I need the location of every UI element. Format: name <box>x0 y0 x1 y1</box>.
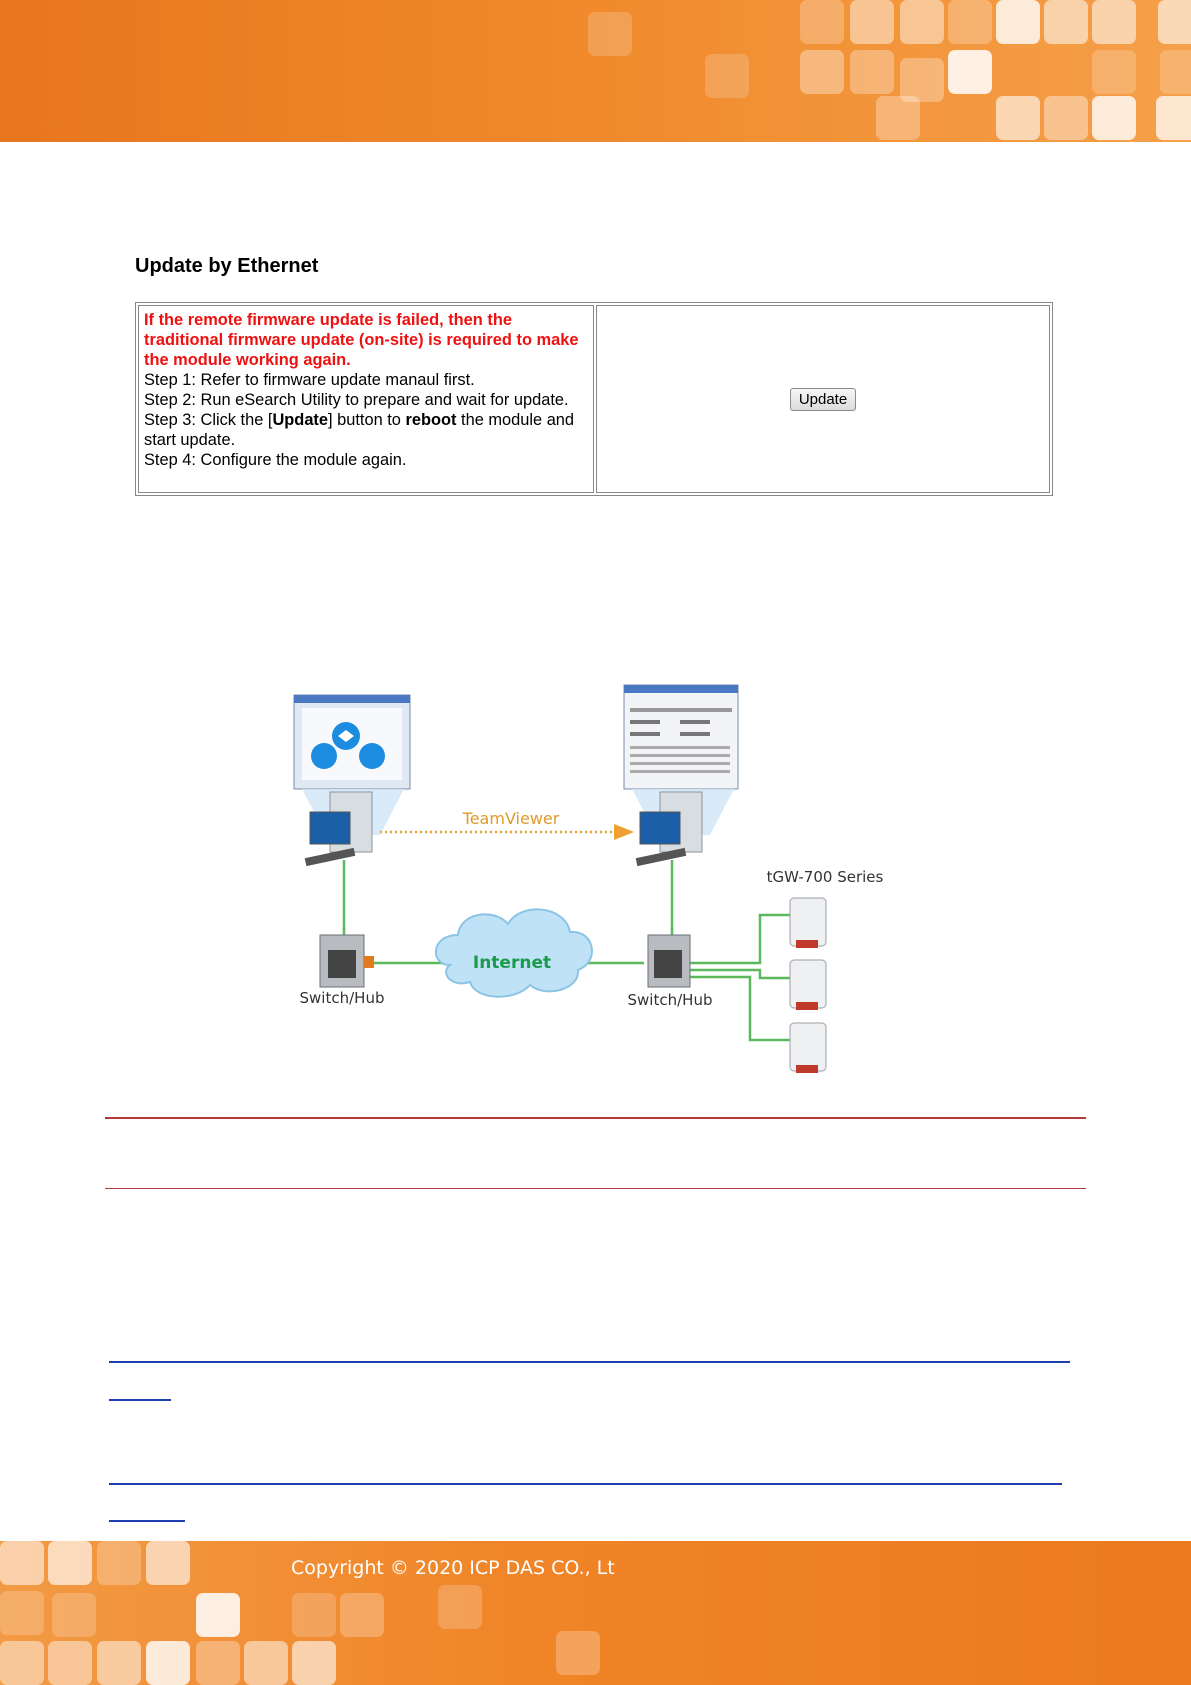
instructions-cell: If the remote firmware update is failed,… <box>138 305 594 493</box>
internet-cloud-icon <box>434 908 593 998</box>
step-4: Step 4: Configure the module again. <box>144 451 407 469</box>
switch-right-label: Switch/Hub <box>628 991 713 1009</box>
update-panel: If the remote firmware update is failed,… <box>135 302 1053 496</box>
internet-label: Internet <box>473 953 551 973</box>
link-underline-1b[interactable] <box>109 1399 171 1401</box>
switch-right-icon <box>647 934 691 988</box>
section-title: Update by Ethernet <box>135 255 319 277</box>
switch-left-icon <box>319 934 374 988</box>
header-banner <box>0 0 1191 142</box>
webpage-screen-right <box>623 684 739 790</box>
teamviewer-screen-left <box>293 694 411 790</box>
tgw-device-2-icon <box>789 959 827 1010</box>
series-label: tGW-700 Series <box>767 868 884 886</box>
divider-top <box>105 1117 1086 1119</box>
warning-text: If the remote firmware update is failed,… <box>144 311 579 369</box>
step-2: Step 2: Run eSearch Utility to prepare a… <box>144 391 569 409</box>
copyright-text: Copyright © 2020 ICP DAS CO., Lt <box>291 1557 615 1579</box>
link-underline-1[interactable] <box>109 1361 1070 1363</box>
pc-left-icon <box>304 791 373 867</box>
teamviewer-label: TeamViewer <box>462 809 560 828</box>
cables <box>342 860 790 1042</box>
link-underline-2[interactable] <box>109 1483 1062 1485</box>
button-cell: Update <box>596 305 1050 493</box>
update-button[interactable]: Update <box>789 387 857 411</box>
network-diagram: TeamViewer Switch/Hub Internet Switch/Hu… <box>293 684 884 1073</box>
footer-banner <box>0 1541 1191 1685</box>
link-underline-2b[interactable] <box>109 1520 185 1522</box>
step-1: Step 1: Refer to firmware update manaul … <box>144 371 475 389</box>
switch-left-label: Switch/Hub <box>300 989 385 1007</box>
arrow-right-icon <box>614 824 634 840</box>
step-3: Step 3: Click the [Update] button to reb… <box>144 411 575 449</box>
tgw-device-3-icon <box>789 1022 827 1073</box>
tgw-device-1-icon <box>789 897 827 948</box>
pc-right-icon <box>635 791 703 867</box>
divider-bottom <box>105 1188 1086 1189</box>
